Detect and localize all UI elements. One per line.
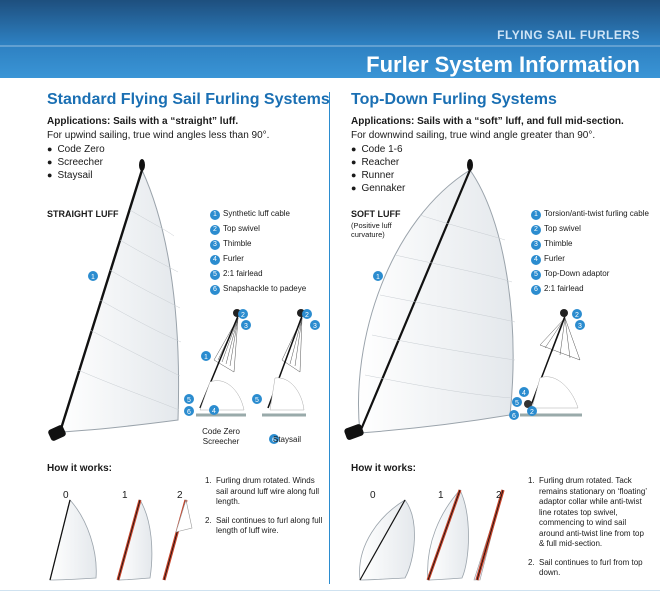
right-stage-0-label: 0 [370, 490, 376, 501]
left-how-it-works: How it works: [47, 463, 113, 474]
list-item: 2.Sail continues to furl from top down. [528, 557, 643, 578]
right-how-it-works: How it works: [351, 463, 417, 474]
right-stage-1-sail [426, 489, 469, 581]
list-item: 1.Furling drum rotated. Tack remains sta… [528, 476, 647, 548]
staysail-detail [262, 309, 306, 417]
left-applications: Applications: Sails with a “straight” lu… [47, 116, 239, 127]
right-heading: Top-Down Furling Systems [351, 91, 557, 108]
svg-text:3: 3 [578, 323, 582, 330]
left-heading: Standard Flying Sail Furling Systems [47, 91, 330, 108]
svg-text:5: 5 [255, 397, 259, 404]
svg-text:5: 5 [187, 397, 191, 404]
left-stage-0-label: 0 [63, 490, 69, 501]
left-stage-2-sail [162, 498, 193, 581]
left-sail-types: Code Zero Screecher Staysail [47, 143, 105, 182]
header-banner: FLYING SAIL FURLERS Furler System Inform… [0, 0, 660, 78]
left-steps: 1.Furling drum rotated. Winds sail aroun… [205, 476, 323, 545]
left-stage-1-label: 1 [122, 490, 128, 501]
svg-text:2: 2 [305, 312, 309, 319]
callout-1-right: 1 [373, 271, 383, 281]
right-sail-types: Code 1-6 Reacher Runner Gennaker [351, 143, 405, 195]
list-item: Staysail [47, 169, 105, 182]
page-title: Furler System Information [366, 52, 640, 77]
svg-text:6: 6 [187, 409, 191, 416]
left-stage-2-label: 2 [177, 490, 183, 501]
callouts-top-down: 2 3 4 5 2 6 [509, 309, 585, 420]
code-zero-detail [196, 309, 246, 417]
right-applications: Applications: Sails with a “soft” luff, … [351, 116, 624, 127]
straight-luff-label: STRAIGHT LUFF [47, 209, 119, 219]
soft-luff-label: SOFT LUFF [351, 209, 401, 219]
svg-text:3: 3 [313, 323, 317, 330]
right-steps: 1.Furling drum rotated. Tack remains sta… [528, 476, 650, 587]
svg-text:4: 4 [212, 408, 216, 415]
top-down-detail [520, 309, 582, 417]
right-description: For downwind sailing, true wind angle gr… [351, 130, 596, 141]
svg-text:6: 6 [512, 413, 516, 420]
soft-luff-sail [344, 159, 516, 440]
list-item: 1.Furling drum rotated. Winds sail aroun… [205, 476, 320, 506]
list-item: Gennaker [351, 182, 405, 195]
svg-text:2: 2 [530, 409, 534, 416]
straight-luff-sail [48, 159, 182, 441]
header-kicker: FLYING SAIL FURLERS [497, 28, 640, 42]
svg-text:4: 4 [522, 390, 526, 397]
svg-text:6: 6 [272, 437, 276, 444]
svg-text:1: 1 [376, 274, 380, 281]
left-description: For upwind sailing, true wind angles les… [47, 130, 270, 141]
soft-luff-sublabel: (Positive luff curvature) [351, 221, 392, 239]
left-stage-1-sail [116, 498, 153, 581]
list-item: Code Zero [47, 143, 104, 156]
list-item: Runner [351, 169, 405, 182]
callout-1-left: 1 [88, 271, 98, 281]
svg-text:2: 2 [241, 312, 245, 319]
staysail-caption: Staysail [272, 435, 301, 444]
right-stage-1-label: 1 [438, 490, 444, 501]
svg-text:1: 1 [204, 354, 208, 361]
svg-text:2: 2 [575, 312, 579, 319]
svg-text:3: 3 [244, 323, 248, 330]
callouts-staysail: 2 3 5 6 [252, 309, 320, 444]
footer-rule [0, 590, 660, 591]
list-item: Code 1-6 [351, 143, 405, 156]
list-item: Screecher [47, 156, 105, 169]
callouts-code-zero: 2 3 1 5 4 6 [184, 309, 251, 416]
right-stage-0-sail [359, 499, 415, 581]
right-stage-2-label: 2 [496, 490, 502, 501]
column-divider [329, 92, 330, 584]
right-stage-2-sail [473, 489, 505, 581]
list-item: 2.Sail continues to furl along full leng… [205, 515, 323, 536]
svg-text:5: 5 [515, 400, 519, 407]
left-stage-0-sail [49, 499, 97, 581]
code-zero-caption: Code Zero Screecher [202, 427, 240, 446]
list-item: Reacher [351, 156, 405, 169]
svg-text:1: 1 [91, 274, 95, 281]
